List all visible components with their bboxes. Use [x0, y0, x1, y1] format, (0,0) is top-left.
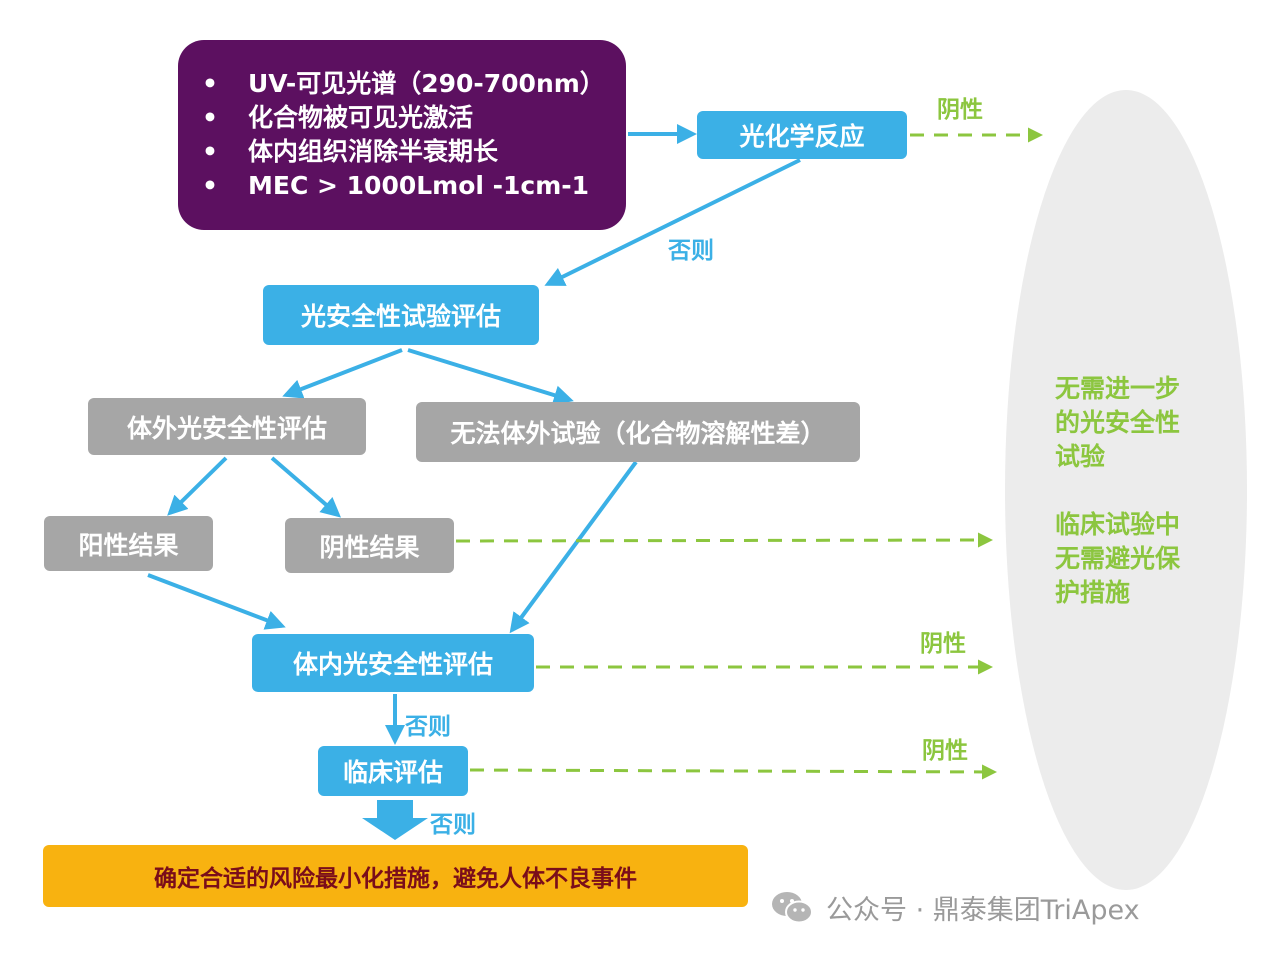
criteria-list: •UV-可见光谱（290-700nm） •化合物被可见光激活 •体内组织消除半衰… — [178, 67, 605, 203]
in-vitro-assessment-node: 体外光安全性评估 — [88, 398, 366, 455]
photochemical-reaction-node: 光化学反应 — [697, 111, 907, 159]
negative-label: 阴性 — [922, 738, 968, 764]
criteria-box: •UV-可见光谱（290-700nm） •化合物被可见光激活 •体内组织消除半衰… — [178, 40, 626, 230]
arrow-clinical-to-risk — [362, 800, 428, 840]
photosafety-test-node: 光安全性试验评估 — [263, 285, 539, 345]
dashed-arrow-negative-result — [455, 532, 993, 548]
clinical-assessment-node: 临床评估 — [318, 746, 468, 796]
watermark-text: 公众号 · 鼎泰集团TriApex — [826, 895, 1140, 926]
otherwise-label: 否则 — [430, 812, 476, 838]
negative-result-node: 阴性结果 — [285, 518, 454, 573]
arrow-positive-to-invivo — [147, 573, 286, 630]
positive-result-node: 阳性结果 — [44, 516, 213, 571]
in-vivo-assessment-node: 体内光安全性评估 — [252, 634, 534, 692]
criteria-item: •体内组织消除半衰期长 — [202, 137, 499, 166]
risk-minimization-node: 确定合适的风险最小化措施，避免人体不良事件 — [43, 845, 748, 907]
conclusion-ellipse — [1005, 90, 1247, 890]
arrow-invitro-to-negative — [270, 456, 342, 518]
arrow-invitro-to-positive — [167, 456, 228, 516]
no-further-testing-text: 无需进一步 的光安全性 试验 — [1055, 374, 1181, 471]
otherwise-label: 否则 — [405, 714, 451, 740]
criteria-item: •化合物被可见光激活 — [202, 103, 474, 132]
arrow-photochemical-to-phototest — [544, 158, 801, 286]
no-in-vitro-node: 无法体外试验（化合物溶解性差） — [416, 402, 860, 462]
criteria-item: •MEC > 1000Lmol -1cm-1 — [202, 171, 590, 200]
arrow-noinvitro-to-invivo — [509, 460, 638, 634]
watermark: 公众号 · 鼎泰集团TriApex — [770, 888, 1140, 927]
wechat-icon — [772, 891, 813, 923]
negative-label: 阴性 — [937, 97, 983, 123]
arrow-phototest-to-invitro — [282, 348, 403, 399]
dashed-arrow-clinical-negative — [469, 764, 997, 780]
criteria-item: •UV-可见光谱（290-700nm） — [202, 69, 605, 98]
negative-label: 阴性 — [920, 631, 966, 657]
no-light-protection-text: 临床试验中 无需避光保 护措施 — [1055, 510, 1181, 607]
arrow-phototest-to-noinvitro — [407, 348, 574, 405]
otherwise-label: 否则 — [668, 238, 714, 264]
